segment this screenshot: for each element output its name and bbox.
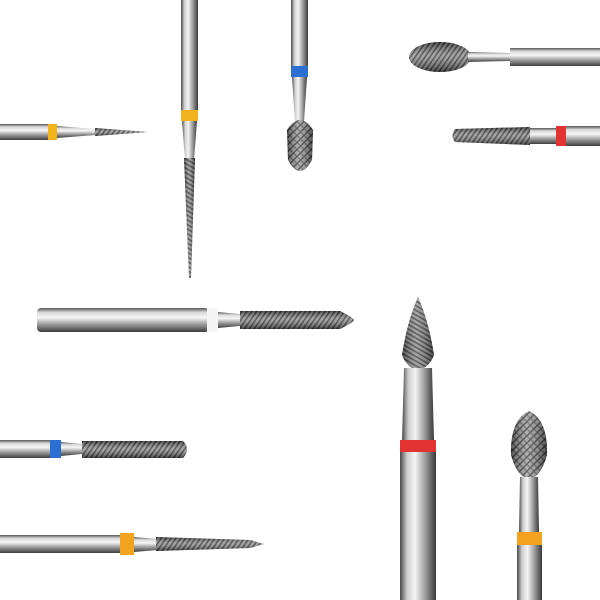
bur-long-taper	[181, 0, 198, 278]
bur-flame-vertical	[400, 297, 436, 600]
bur-long-flame	[37, 308, 354, 332]
bur-cylinder-round	[0, 440, 187, 458]
bur-pear	[287, 0, 313, 171]
bur-taper-bottom	[0, 533, 264, 555]
bur-cylinder-taper	[452, 126, 600, 146]
bur-flame-large	[409, 42, 600, 72]
bur-fine-needle	[0, 124, 148, 140]
bur-oval	[510, 411, 548, 600]
